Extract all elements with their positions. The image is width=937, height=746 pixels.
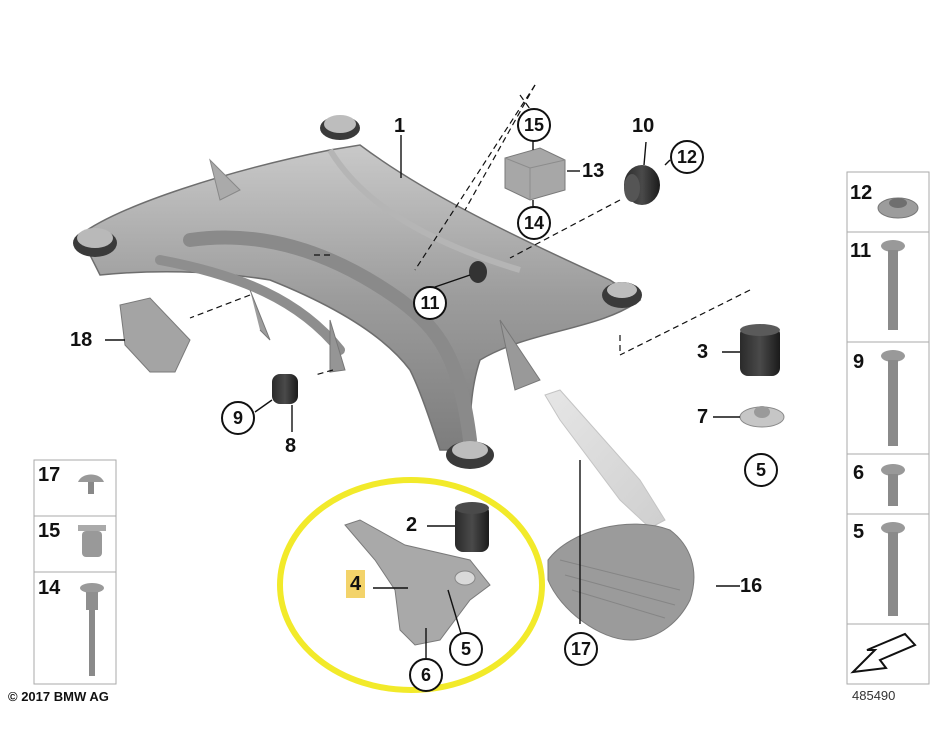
callout-16: 16: [740, 575, 763, 597]
bushing-part-2: [455, 502, 489, 552]
callout-17-circled: 17: [564, 632, 598, 666]
bushing-part-3: [740, 324, 780, 376]
callout-1: 1: [394, 115, 406, 137]
bracket-part-18: [119, 297, 191, 373]
callout-13: 13: [582, 160, 605, 182]
heat-shield: [547, 523, 695, 641]
callout-14-circled: 14: [517, 206, 551, 240]
bolt-6-icon: [881, 464, 905, 506]
bolt-5-icon: [881, 522, 905, 616]
copyright-text: © 2017 BMW AG: [8, 689, 109, 704]
document-number: 485490: [852, 688, 896, 703]
side-left-label-15: 15: [38, 520, 61, 542]
side-right-label-11: 11: [850, 240, 872, 262]
nut-12-icon: [877, 197, 919, 219]
side-panel-left: [33, 459, 117, 685]
mount-part-13: [504, 147, 566, 201]
side-left-label-14: 14: [38, 577, 61, 599]
callout-15-circled: 15: [517, 108, 551, 142]
view-direction-arrow-icon: [850, 632, 917, 674]
rear-axle-subframe: [73, 115, 642, 469]
callout-10: 10: [632, 115, 655, 137]
callout-18: 18: [70, 329, 93, 351]
callout-12-circled: 12: [670, 140, 704, 174]
bracket-part-4: [344, 519, 491, 646]
side-right-label-9: 9: [853, 351, 865, 373]
callout-6-circled: 6: [409, 658, 443, 692]
callout-5-circled: 5: [449, 632, 483, 666]
bolt-11-icon: [881, 240, 905, 330]
fastener-17-icon: [78, 474, 104, 494]
callout-5-circled: 5: [744, 453, 778, 487]
bushing-part-10: [624, 165, 660, 205]
callout-4-highlighted: 4: [346, 570, 366, 598]
callout-8: 8: [285, 435, 297, 457]
washer-part-7: [739, 406, 785, 428]
callout-3: 3: [697, 341, 709, 363]
side-right-label-6: 6: [853, 462, 865, 484]
fastener-15-icon: [78, 525, 106, 557]
control-arm-ghost: [544, 389, 666, 529]
bushing-part-8: [272, 374, 298, 404]
callout-2: 2: [406, 514, 418, 536]
side-right-label-5: 5: [853, 521, 865, 543]
callout-7: 7: [697, 406, 709, 428]
bolt-9-icon: [881, 350, 905, 446]
callout-11-circled: 11: [413, 286, 447, 320]
fastener-14-icon: [80, 583, 104, 676]
highlight-ellipse: [277, 477, 545, 693]
side-panel-right: [846, 171, 930, 685]
side-right-label-12: 12: [850, 182, 873, 204]
leader-lines: [105, 135, 740, 658]
side-left-label-17: 17: [38, 464, 61, 486]
callout-9-circled: 9: [221, 401, 255, 435]
